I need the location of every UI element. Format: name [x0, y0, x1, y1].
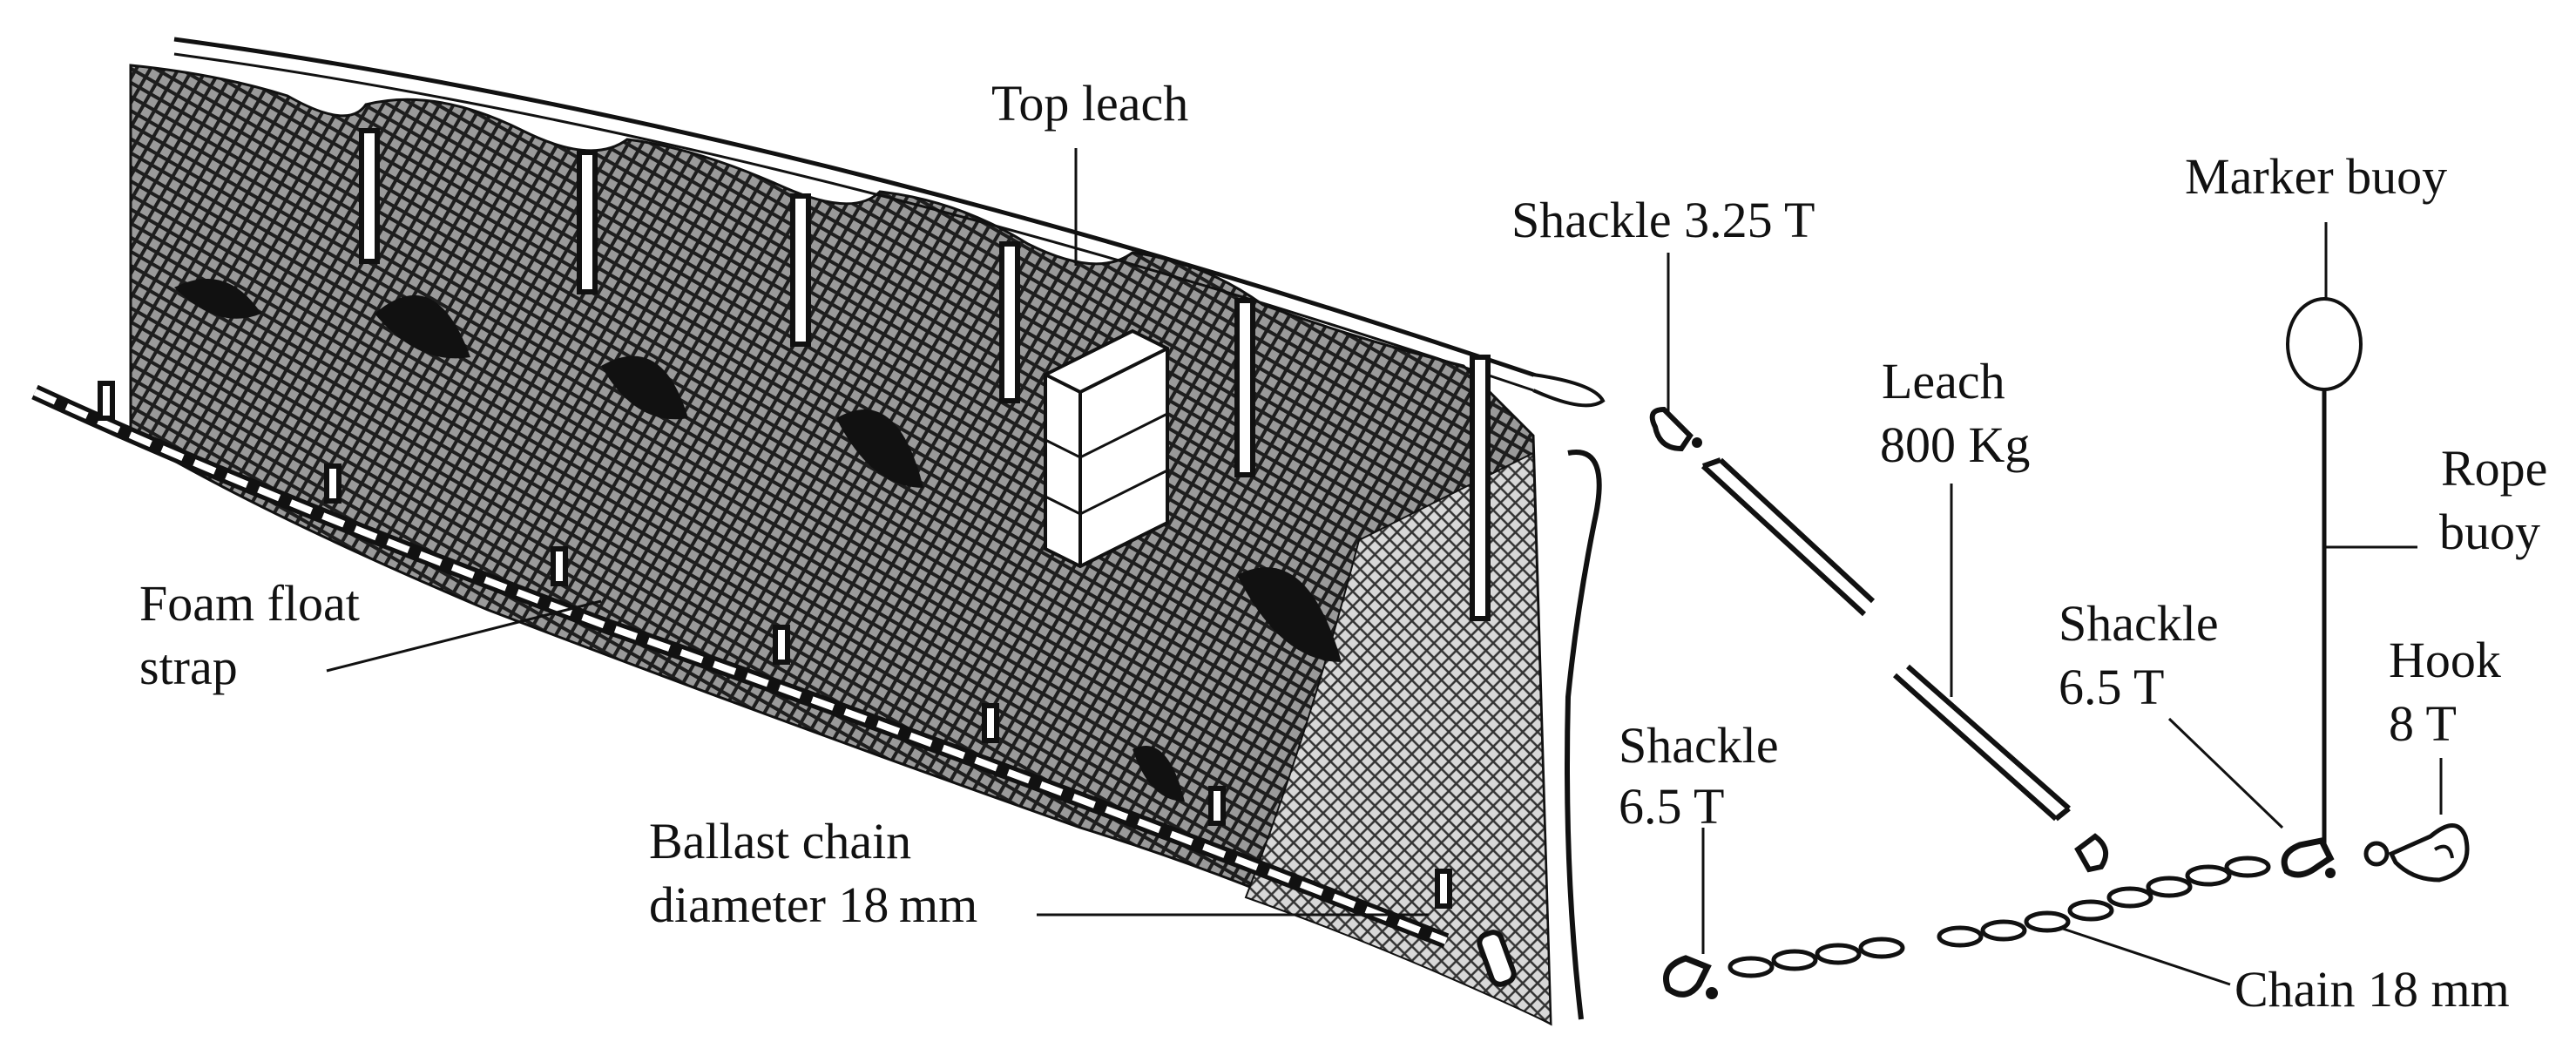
label-shackle-65-right-line2: 6.5 T [2059, 659, 2164, 715]
label-shackle-65-left-line2: 6.5 T [1619, 778, 1724, 835]
label-leach-line1: Leach [1882, 353, 2005, 409]
labels: Top leach Shackle 3.25 T Marker buoy Lea… [139, 75, 2547, 1018]
leader-chain-18 [2059, 926, 2231, 986]
shackle-65-right-shape [2281, 837, 2335, 878]
weight-blocks [1044, 328, 1169, 569]
net-folds [174, 279, 1342, 802]
label-shackle-325: Shackle 3.25 T [1511, 192, 1815, 248]
chain-left-segment [1727, 937, 1905, 978]
net-barrier [31, 37, 1606, 1026]
label-foam-float-line2: strap [139, 639, 238, 695]
anchor-assembly [1649, 297, 2470, 999]
net-panel [129, 64, 1552, 1026]
label-shackle-65-right-line1: Shackle [2059, 595, 2219, 652]
label-marker-buoy: Marker buoy [2185, 148, 2447, 205]
leader-foam-float [326, 599, 602, 673]
hook-shape [2363, 823, 2470, 883]
label-ballast-line2: diameter 18 mm [649, 876, 977, 933]
marker-buoy-shape [2286, 297, 2363, 391]
label-leach-line2: 800 Kg [1880, 416, 2030, 473]
label-rope-buoy-line1: Rope [2441, 440, 2547, 497]
rope-loop [1532, 373, 1606, 408]
top-rope [173, 37, 1595, 399]
leach-bar [1700, 457, 2071, 822]
label-hook-line1: Hook [2389, 632, 2501, 688]
shackle-325-shape [1649, 406, 1694, 452]
chain-18-segment [1937, 856, 2271, 948]
shackle-65-left-shape [1663, 955, 1712, 998]
label-top-leach: Top leach [991, 75, 1188, 132]
ballast-chain [31, 381, 1517, 987]
leader-lines [326, 148, 2443, 986]
label-ballast-line1: Ballast chain [649, 813, 911, 869]
label-shackle-65-left-line1: Shackle [1619, 717, 1779, 774]
hanging-rope-end [1565, 450, 1602, 1020]
leader-shackle-65-right [2167, 717, 2284, 829]
shackle-small-shape [2074, 833, 2109, 873]
label-rope-buoy-line2: buoy [2439, 504, 2540, 560]
label-hook-line2: 8 T [2389, 695, 2457, 752]
label-chain-18: Chain 18 mm [2235, 961, 2510, 1018]
label-foam-float-line1: Foam float [139, 575, 360, 632]
float-straps [359, 128, 1491, 621]
